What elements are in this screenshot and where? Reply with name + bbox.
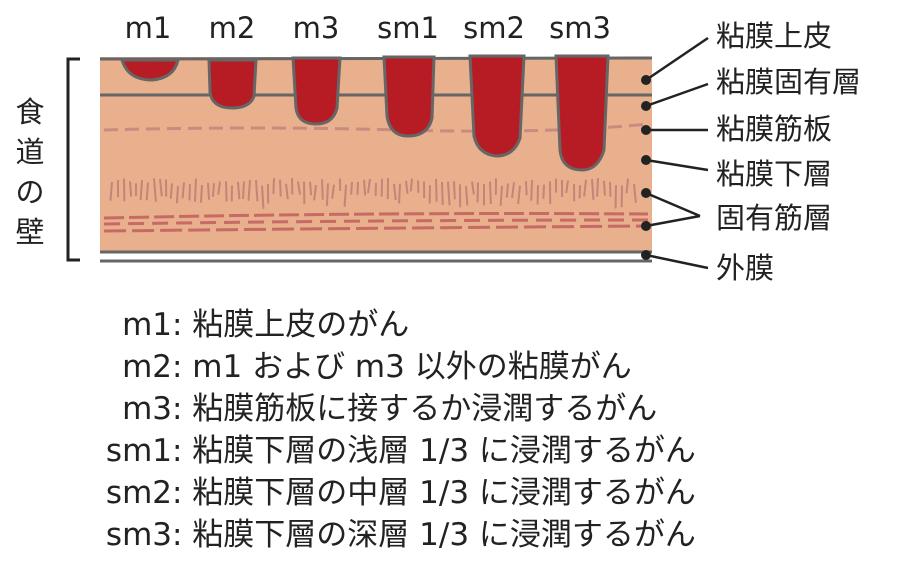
leader-muscularis-propria-2 [646,216,700,226]
depth-label-sm2: sm2 [463,11,525,45]
muscle-fiber [526,181,527,195]
layer-label-muscularis-mucosae: 粘膜筋板 [716,112,832,146]
depth-label-sm1: sm1 [377,11,439,45]
leader-epithelium [646,38,708,80]
depth-label-m3: m3 [293,11,340,45]
legend-desc: : 粘膜下層の中層 1/3 に浸潤するがん [172,475,696,511]
muscle-fiber [213,183,214,197]
muscle-fiber [436,179,437,202]
muscle-fiber [183,182,184,198]
leader-dot-muscularis-mucosae [641,125,651,135]
muscle-fiber [171,183,172,198]
tumor-m2 [209,60,256,108]
muscle-fiber [454,181,455,199]
legend-desc: : 粘膜筋板に接するか浸潤するがん [172,391,657,427]
muscle-fiber [345,185,346,207]
muscle-fiber [411,179,412,192]
muscle-fiber [147,182,148,200]
muscle-fiber [543,185,544,199]
legend-desc: : m1 および m3 以外の粘膜がん [172,349,632,385]
leader-dot-epithelium [641,75,651,85]
leader-dot-lamina-propria [641,101,651,111]
muscle-fiber [466,186,467,206]
muscle-fiber [130,181,131,196]
muscle-fiber [327,183,328,205]
legend-code: m3 [86,389,172,429]
legend-code: m1 [86,305,172,345]
legend-row-m2: m2: m1 および m3 以外の粘膜がん [86,347,632,387]
muscle-fiber [322,179,323,199]
muscle-fiber [201,185,202,203]
tumor-sm1 [384,57,434,136]
muscle-fiber [592,179,593,200]
muscle-fiber [597,178,598,196]
muscle-fiber [351,182,352,195]
tumor-m3 [293,58,340,124]
muscle-fiber [357,182,358,195]
muscle-fiber [501,186,502,206]
tumor-sm2 [470,56,524,156]
muscle-fiber [399,184,400,204]
muscle-fiber [507,183,508,197]
legend-code: m2 [86,347,172,387]
leader-dot-muscularis-propria-1 [641,188,651,198]
leader-muscularis-propria-1 [646,193,700,216]
leader-submucosa [646,160,708,170]
layer-label-epithelium: 粘膜上皮 [716,19,832,53]
muscle-fiber [177,186,178,203]
muscle-fiber [490,182,491,205]
muscle-fiber [280,180,281,197]
layer-label-lamina-propria: 粘膜固有層 [716,65,861,99]
legend-code: sm2 [86,473,172,513]
depth-label-sm3: sm3 [549,11,611,45]
muscle-fiber [195,179,196,202]
leader-adventitia [646,255,708,268]
muscle-fiber [141,180,142,200]
muscle-fiber [364,180,365,196]
wall-label-char-2: 道 [15,135,44,169]
leader-dot-adventitia [641,250,651,260]
wall-label-char-4: 壁 [15,215,44,249]
muscle-fiber [531,180,532,201]
legend-row-m1: m1: 粘膜上皮のがん [86,305,409,345]
wall-label-char-3: の [15,175,44,209]
layer-label-submucosa: 粘膜下層 [716,157,832,191]
muscle-fiber [273,178,274,194]
layer-label-adventitia: 外膜 [716,251,774,285]
legend-row-sm2: sm2: 粘膜下層の中層 1/3 に浸潤するがん [86,473,696,513]
leader-dot-submucosa [641,155,651,165]
wall-label-char-1: 食 [15,95,44,129]
muscle-fiber [243,182,244,199]
legend-row-sm3: sm3: 粘膜下層の深層 1/3 に浸潤するがん [86,515,696,555]
muscle-fiber [208,183,209,200]
muscle-fiber [610,182,611,197]
muscle-fiber [189,184,190,200]
leader-lamina-propria [646,84,708,106]
legend-row-m3: m3: 粘膜筋板に接するか浸潤するがん [86,389,657,429]
legend-desc: : 粘膜上皮のがん [172,307,409,343]
muscle-fiber [238,182,239,199]
leader-dot-muscularis-propria-2 [641,221,651,231]
legend-desc: : 粘膜下層の深層 1/3 に浸潤するがん [172,517,696,553]
depth-label-m2: m2 [209,11,256,45]
muscle-fiber [442,182,443,205]
legend-code: sm1 [86,431,172,471]
depth-label-m1: m1 [125,11,172,45]
muscle-fiber [226,181,227,201]
tumor-sm3 [556,56,608,170]
legend-row-sm1: sm1: 粘膜下層の浅層 1/3 に浸潤するがん [86,431,696,471]
layer-label-muscularis-propria: 固有筋層 [716,201,832,235]
muscle-fiber [604,181,605,196]
esophageal-wall-diagram: m1 m2 m3 sm1 sm2 sm3 食 道 の 壁 粘膜上皮 粘膜固有層 … [0,0,920,300]
legend-code: sm3 [86,515,172,555]
muscle-fiber [310,182,311,196]
wall-bracket [68,59,80,260]
legend-desc: : 粘膜下層の浅層 1/3 に浸潤するがん [172,433,696,469]
